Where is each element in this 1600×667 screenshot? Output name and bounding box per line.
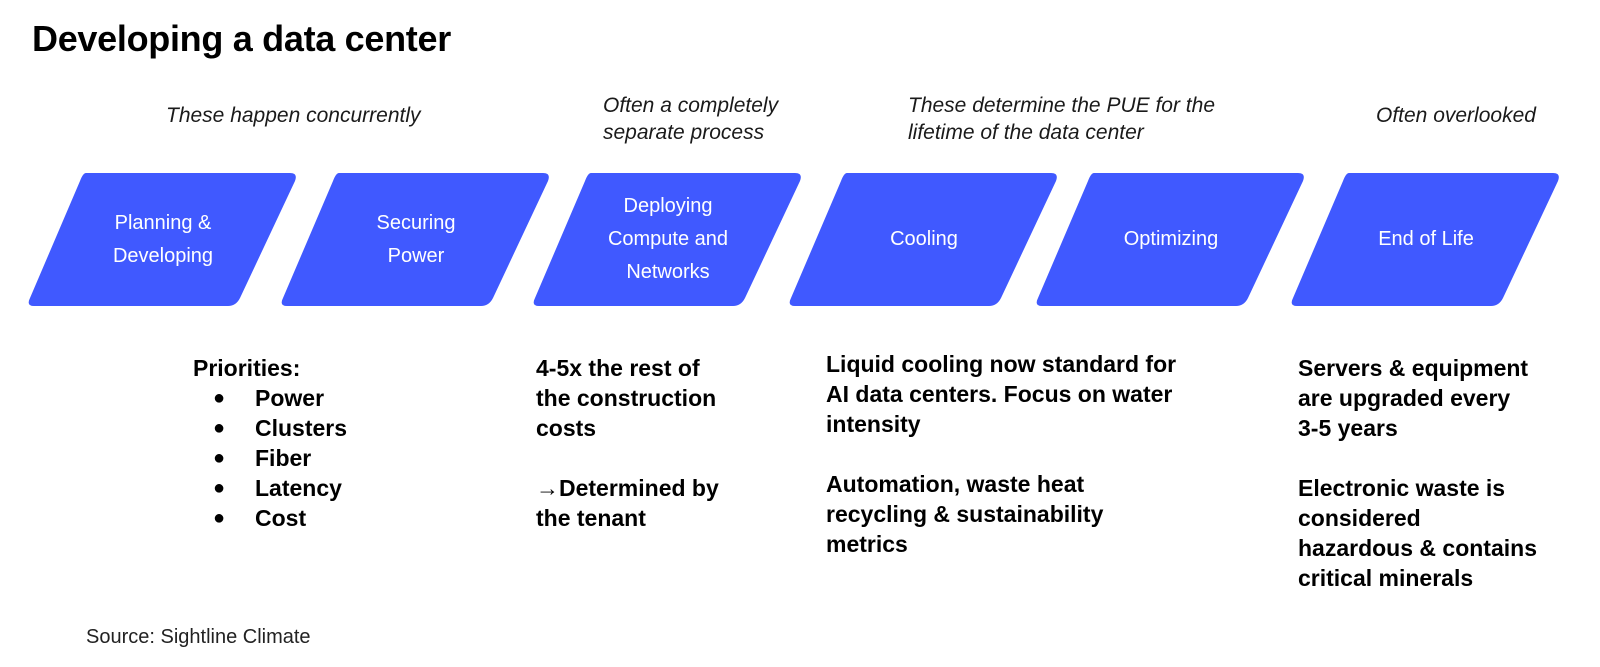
list-item: ● Cost <box>193 503 347 533</box>
note-line: lifetime of the data center <box>908 121 1144 144</box>
stage-end-of-life: End of Life <box>1291 173 1561 306</box>
list-item-text: Clusters <box>255 415 348 441</box>
detail-line: →Determined by <box>536 475 719 501</box>
list-item-text: Power <box>255 385 325 411</box>
detail-line: recycling & sustainability <box>826 501 1104 527</box>
stage-label: End of Life <box>1332 223 1521 256</box>
priorities-list: ● Power ● Clusters ● Fiber ● Latency ● Cost <box>193 383 347 533</box>
stage-securing-power: Securing Power <box>281 173 551 306</box>
detail-line: Liquid cooling now standard for <box>826 351 1177 377</box>
stage-label: Deploying Compute and Networks <box>574 190 763 289</box>
list-item: ● Fiber <box>193 443 347 473</box>
stage-label-line: Optimizing <box>1123 228 1219 250</box>
detail-line: critical minerals <box>1298 565 1474 591</box>
detail-planning: Priorities: ● Power ● Clusters ● Fiber ● Lat… <box>193 353 347 533</box>
detail-line: intensity <box>826 411 921 437</box>
detail-line: Automation, waste heat <box>826 471 1085 497</box>
note-concurrent: These happen concurrently <box>166 102 421 129</box>
stage-label: Securing Power <box>322 207 511 273</box>
page-title: Developing a data center <box>32 18 451 59</box>
list-item: ● Latency <box>193 473 347 503</box>
stage-label-line: Developing <box>112 244 214 267</box>
source-note: Source: Sightline Climate <box>86 626 311 648</box>
bullet-icon: ● <box>213 387 226 409</box>
detail-line: hazardous & contains <box>1298 535 1537 561</box>
list-item: ● Power <box>193 383 347 413</box>
note-overlooked: Often overlooked <box>1376 102 1536 129</box>
list-item: ● Clusters <box>193 413 347 443</box>
stage-label: Optimizing <box>1077 223 1266 256</box>
note-separate-process: Often a completely separate process <box>603 92 778 146</box>
bullet-icon: ● <box>213 477 226 499</box>
bullet-icon: ● <box>213 417 226 439</box>
note-line: separate process <box>603 121 765 144</box>
stage-label-line: Deploying <box>623 195 713 217</box>
parallelogram-shape <box>28 173 296 306</box>
stage-label-line: Securing <box>376 211 456 234</box>
bullet-icon: ● <box>213 447 226 469</box>
detail-line: the construction <box>536 385 717 411</box>
detail-line: costs <box>536 415 597 441</box>
parallelogram-shape <box>1291 173 1559 306</box>
note-line: Often overlooked <box>1376 104 1536 127</box>
note-line: These determine the PUE for the <box>908 94 1215 117</box>
detail-deploying: 4-5x the rest of the construction costs … <box>536 353 719 533</box>
stage-optimizing: Optimizing <box>1036 173 1306 306</box>
stage-label-line: Cooling <box>890 228 958 250</box>
stage-label-line: Compute and <box>607 228 729 250</box>
detail-line: considered <box>1298 505 1421 531</box>
parallelogram-shape <box>1036 173 1304 306</box>
detail-line: Electronic waste is <box>1298 475 1506 501</box>
stage-label: Cooling <box>830 223 1019 256</box>
detail-heading: Priorities: <box>193 355 301 381</box>
list-item-text: Cost <box>255 505 307 531</box>
list-item-text: Latency <box>255 475 342 501</box>
stage-label-line: End of Life <box>1378 228 1474 250</box>
note-line: Often a completely <box>603 94 779 117</box>
detail-line: Servers & equipment <box>1298 355 1529 381</box>
detail-cooling: Liquid cooling now standard for AI data … <box>826 349 1176 559</box>
stage-deploying: Deploying Compute and Networks <box>533 173 803 306</box>
detail-line: the tenant <box>536 505 646 531</box>
note-line: These happen concurrently <box>166 104 421 127</box>
stage-label: Planning & Developing <box>69 207 258 273</box>
stage-planning: Planning & Developing <box>28 173 298 306</box>
parallelogram-shape <box>281 173 549 306</box>
detail-line: metrics <box>826 531 908 557</box>
detail-line: AI data centers. Focus on water <box>826 381 1173 407</box>
parallelogram-shape <box>789 173 1057 306</box>
bullet-icon: ● <box>213 507 226 529</box>
detail-line: 4-5x the rest of <box>536 355 700 381</box>
stage-label-line: Planning & <box>114 211 212 234</box>
note-pue: These determine the PUE for the lifetime… <box>908 92 1215 146</box>
parallelogram-shape <box>533 173 801 306</box>
stage-label-line: Networks <box>626 261 710 283</box>
stage-label-line: Power <box>387 244 445 267</box>
stage-cooling: Cooling <box>789 173 1059 306</box>
detail-line: are upgraded every <box>1298 385 1511 411</box>
list-item-text: Fiber <box>255 445 312 471</box>
detail-end-of-life: Servers & equipment are upgraded every 3… <box>1298 353 1537 593</box>
detail-line: 3-5 years <box>1298 415 1398 441</box>
